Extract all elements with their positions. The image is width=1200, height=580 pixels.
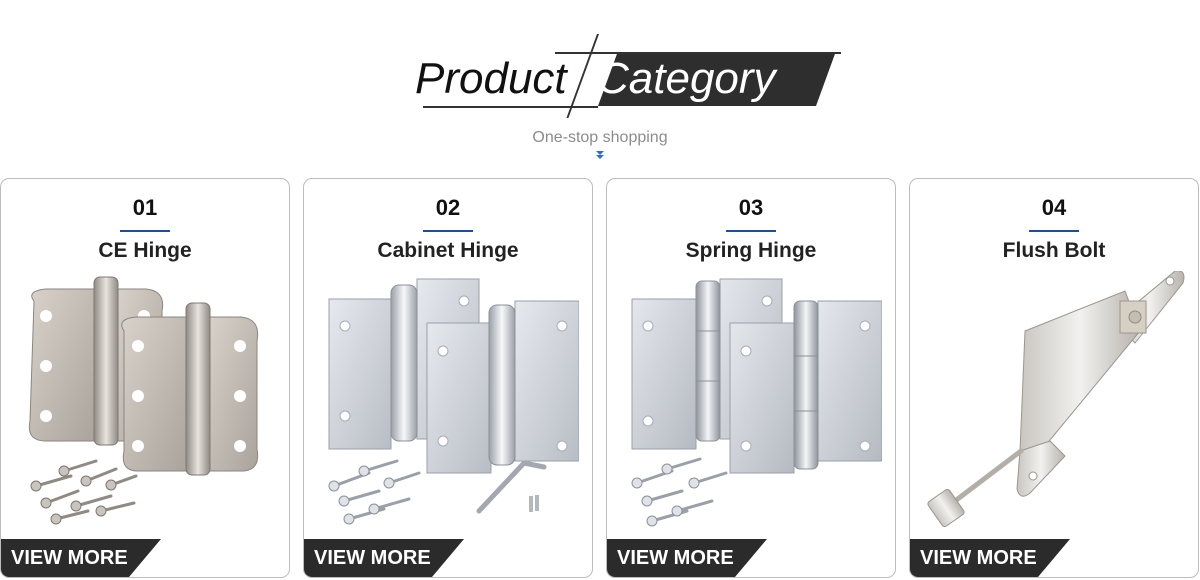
flush-bolt-product-image	[927, 271, 1185, 528]
card-title: Flush Bolt	[1002, 239, 1106, 262]
section-title: Product Category	[405, 34, 845, 118]
title-category: Category	[597, 54, 776, 103]
ce-hinge-product-image	[28, 276, 259, 525]
card-number-underline	[1029, 230, 1079, 232]
section-subtitle: One-stop shopping	[532, 129, 668, 146]
view-more-button[interactable]: VIEW MORE	[910, 539, 1070, 577]
view-more-button[interactable]: VIEW MORE	[607, 539, 767, 577]
card-number-underline	[423, 230, 473, 232]
spring-hinge-product-image	[631, 278, 882, 527]
product-card-ce-hinge[interactable]: 01 CE Hinge	[0, 178, 290, 578]
card-title: Cabinet Hinge	[377, 239, 519, 262]
product-card-flush-bolt[interactable]: 04 Flush Bolt VIEW MORE	[909, 178, 1199, 578]
card-number-underline	[120, 230, 170, 232]
view-more-button[interactable]: VIEW MORE	[304, 539, 464, 577]
card-title: Spring Hinge	[685, 239, 817, 262]
card-number: 03	[738, 195, 764, 220]
chevron-down-icon	[596, 151, 604, 159]
product-card-cabinet-hinge[interactable]: 02 Cabinet Hinge	[303, 178, 593, 578]
view-more-button[interactable]: VIEW MORE	[1, 539, 161, 577]
title-product: Product	[415, 54, 567, 103]
card-number: 01	[132, 195, 158, 220]
product-card-spring-hinge[interactable]: 03 Spring Hinge	[606, 178, 896, 578]
card-number-underline	[726, 230, 776, 232]
card-title: CE Hinge	[98, 239, 192, 262]
section-header: Product Category One-stop shopping	[0, 0, 1200, 170]
title-line-bottom	[423, 106, 598, 108]
title-line-top	[555, 52, 841, 54]
card-number: 04	[1041, 195, 1067, 220]
card-number: 02	[435, 195, 461, 220]
cabinet-hinge-product-image	[328, 278, 579, 525]
